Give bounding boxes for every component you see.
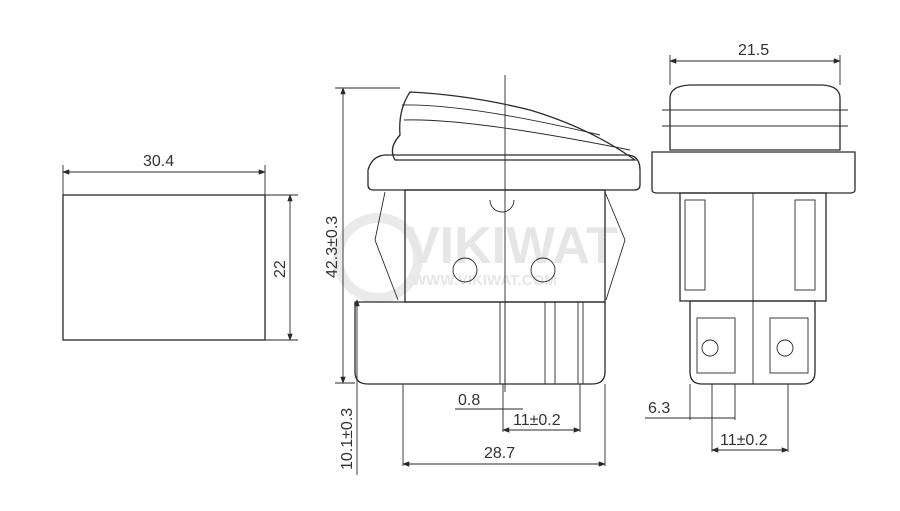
pin-thickness-label: 0.8	[458, 392, 480, 409]
watermark-logo-icon	[333, 213, 423, 303]
total-height-label: 42.3±0.3	[324, 216, 341, 278]
terminal-pitch-label: 11±0.2	[720, 432, 768, 449]
front-view: 30.4 22	[62, 153, 298, 341]
front-outline	[62, 194, 266, 341]
pin-length-label: 10.1±0.3	[339, 408, 356, 470]
front-height-label: 22	[272, 260, 289, 278]
pin-pitch-label: 11±0.2	[513, 412, 561, 429]
front-width-label: 30.4	[143, 153, 174, 170]
side-view: 42.3±0.3 10.1±0.3 0.8 11±0.2 28.7	[324, 75, 641, 475]
watermark-url: WWW.VIKIWAT.COM	[412, 272, 557, 289]
terminal-width-label: 6.3	[648, 400, 670, 417]
side-width-label: 28.7	[484, 445, 515, 462]
rear-width-label: 21.5	[738, 42, 769, 59]
rear-view: 21.5 6.3 11±0.2	[645, 42, 856, 453]
watermark: VIKIWAT WWW.VIKIWAT.COM	[333, 213, 618, 303]
watermark-brand: VIKIWAT	[405, 217, 618, 275]
